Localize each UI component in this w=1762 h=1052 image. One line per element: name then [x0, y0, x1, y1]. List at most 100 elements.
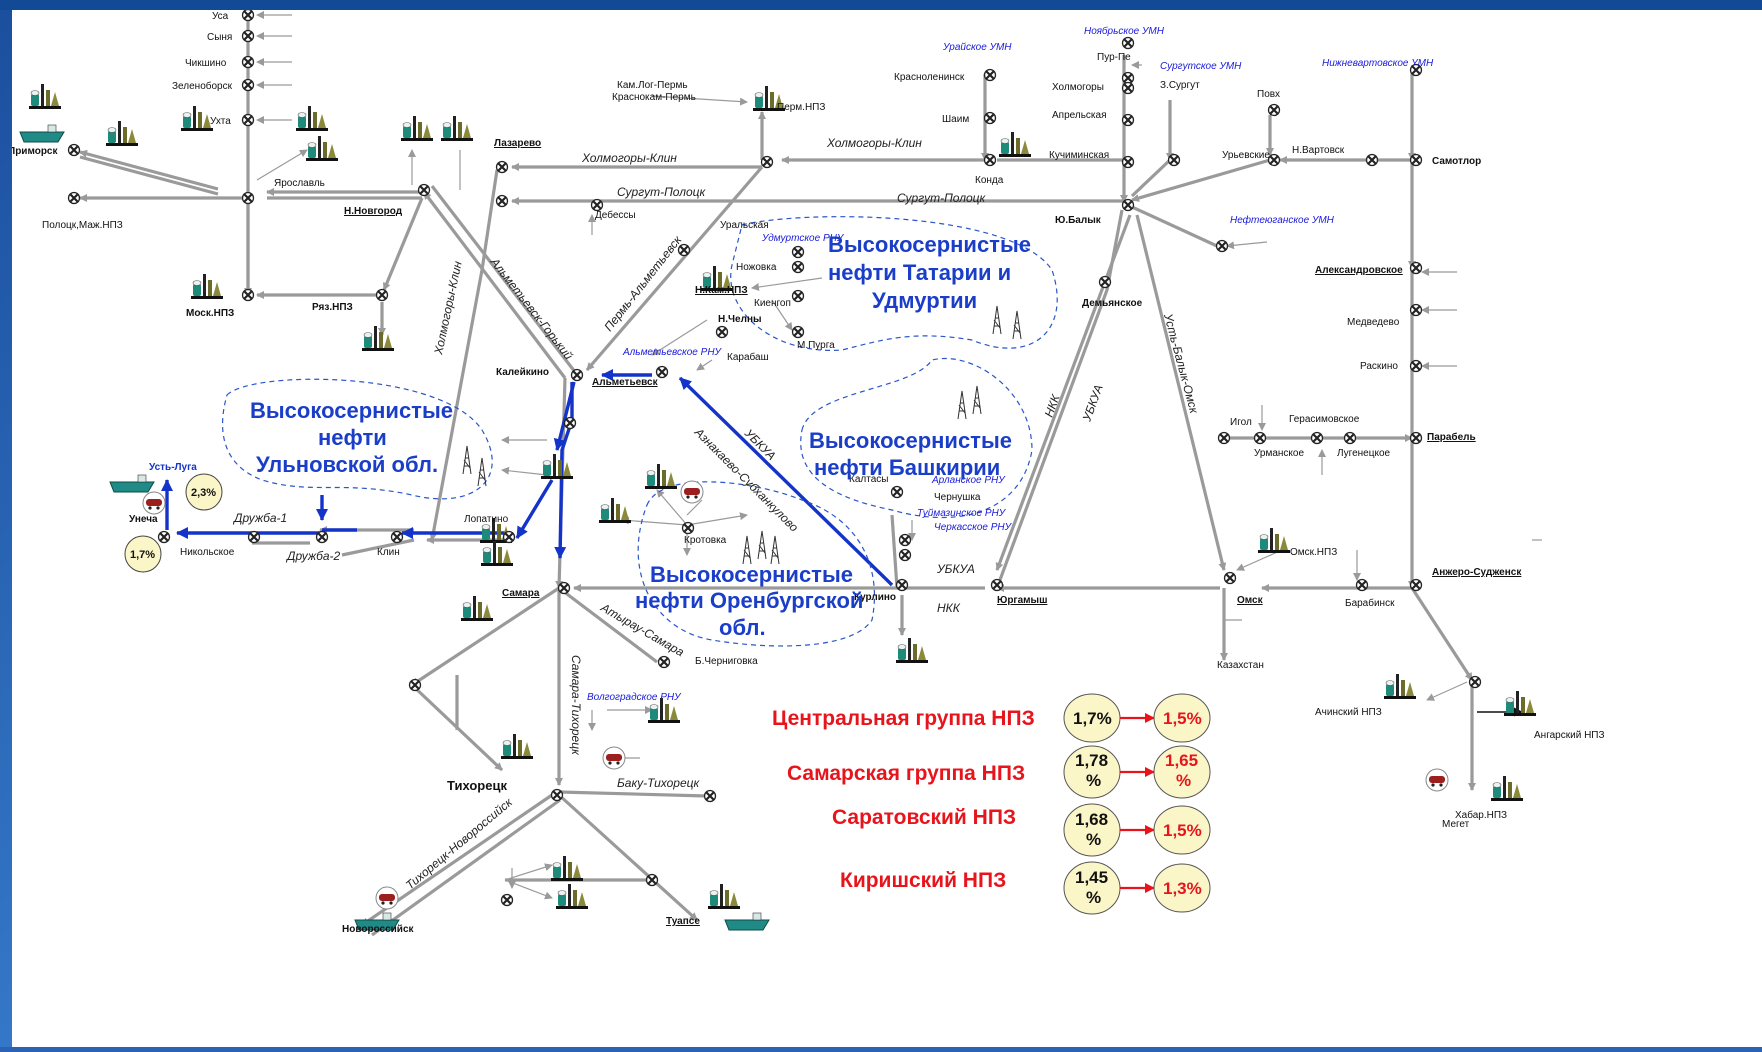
label-kurlino: Курлино — [854, 592, 896, 603]
label-kiengop: Киенгоп — [754, 298, 791, 309]
group-name-0: Центральная группа НПЗ — [772, 707, 1035, 730]
rnu-surgut: Сургутское УМН — [1160, 61, 1242, 72]
region-oren-line2: нефти Оренбургской — [635, 588, 863, 613]
group-from-2: 1,68 — [1075, 810, 1108, 829]
label-tikhoretsk: Тихорецк — [447, 778, 507, 793]
label-medvedevo: Медведево — [1347, 317, 1400, 328]
label-pur-pe: Пур-Пе — [1097, 52, 1131, 63]
group-name-3: Киришский НПЗ — [840, 869, 1006, 892]
group-to-2: 1,5% — [1163, 821, 1202, 840]
label-kam-log: Кам.Лог-Пермь — [617, 80, 688, 91]
label-karabash: Карабаш — [727, 351, 769, 363]
sulfur-badges: 2,3% 1,7% — [124, 473, 223, 573]
label-nikolskoe: Никольское — [180, 547, 235, 558]
region-oren-line3: обл. — [719, 615, 766, 640]
badge-unecha: 1,7% — [130, 549, 155, 561]
label-uryevskie: Урьевские — [1222, 150, 1270, 161]
label-n-kam-npz: Н.Кам.НПЗ — [695, 285, 748, 296]
rnu-nizhnevartovsk: Нижневартовское УМН — [1322, 58, 1434, 69]
region-tatar-line2: нефти Татарии и — [828, 260, 1011, 285]
label-yu-balyk: Ю.Балык — [1055, 215, 1102, 226]
rnu-tuymazy: Туймазинское РНУ — [917, 508, 1007, 519]
pipe-almetyevsk-gorky: Альметьевск-Горький — [487, 254, 576, 362]
label-povkh: Повх — [1257, 89, 1280, 100]
group-from-0: 1,7% — [1073, 709, 1112, 728]
label-lopatino: Лопатино — [464, 514, 509, 525]
label-ryaz-npz: Ряз.НПЗ — [312, 302, 353, 313]
region-bash-line2: нефти Башкирии — [814, 455, 1000, 480]
label-perm-npz: Перм.НПЗ — [777, 102, 825, 113]
label-klin: Клин — [377, 547, 400, 558]
rnu-uray: Урайское УМН — [942, 42, 1012, 53]
label-parabel: Парабель — [1427, 431, 1476, 443]
pipe-kholmogory-klin-v: Холмогоры-Клин — [431, 260, 465, 357]
label-demyanskoe: Демьянское — [1082, 298, 1143, 309]
refinery-icons — [28, 83, 1537, 910]
label-krasnokam: Краснокам-Пермь — [612, 92, 696, 103]
thin-arrows — [256, 11, 1542, 900]
top-stripe — [0, 0, 1762, 10]
label-anzhero: Анжеро-Судженск — [1432, 567, 1522, 578]
label-chikshino: Чикшино — [185, 58, 227, 69]
pipe-kholmogory-klin-b: Холмогоры-Клин — [826, 136, 922, 150]
group-to-0: 1,5% — [1163, 709, 1202, 728]
label-angarsk: Ангарский НПЗ — [1534, 730, 1605, 741]
region-ulyan-line2: нефти — [318, 425, 387, 450]
rnu-arlan: Арланское РНУ — [931, 475, 1006, 486]
label-kaleikino: Калейкино — [496, 367, 549, 378]
group-from-3: 1,45 — [1075, 868, 1108, 887]
label-synya: Сыня — [207, 32, 232, 43]
rnu-almetyevsk: Альметьевское РНУ — [622, 347, 723, 358]
pipe-ubkua-c: УБКУА — [1079, 383, 1105, 424]
region-titles: Высокосернистые нефти Татарии и Удмуртии… — [250, 232, 1031, 640]
label-konda: Конда — [975, 175, 1004, 186]
node-labels: Уса Сыня Чикшино Зеленоборск Ухта Примор… — [8, 11, 1605, 935]
blue-flows — [161, 369, 894, 587]
label-raskino: Раскино — [1360, 361, 1398, 372]
label-barabinsk: Барабинск — [1345, 597, 1395, 609]
group-from-3-pct: % — [1086, 888, 1101, 907]
rnu-volgograd: Волгоградское РНУ — [587, 692, 682, 703]
label-usa: Уса — [212, 11, 229, 22]
label-krotovka: Кротовка — [684, 535, 727, 546]
label-kuchiminskaya: Кучиминская — [1049, 150, 1109, 161]
label-khabar: Хабар.НПЗ — [1455, 809, 1507, 821]
region-ulyan-line1: Высокосернистые — [250, 398, 453, 423]
region-tatar-line3: Удмуртии — [872, 288, 977, 313]
pipeline-labels: Холмогоры-Клин Холмогоры-Клин Сургут-Пол… — [232, 136, 1201, 892]
label-kazakhstan: Казахстан — [1217, 660, 1264, 671]
group-to-1-pct: % — [1176, 771, 1191, 790]
pipe-nkk-a: НКК — [937, 601, 961, 615]
label-nnovgorod: Н.Новгород — [344, 206, 403, 217]
rnu-udmurt: Удмуртское РНУ — [761, 233, 845, 244]
label-primorsk: Приморск — [12, 146, 58, 157]
pipe-ubkua-b: УБКУА — [936, 562, 975, 576]
pipe-baku-tikhoretsk: Баку-Тихорецк — [617, 776, 701, 790]
label-igol: Игол — [1230, 417, 1252, 428]
label-m-purga: М.Пурга — [797, 340, 835, 351]
label-yaroslavl: Ярославль — [274, 178, 325, 189]
rnu-noyabrsk: Ноябрьское УМН — [1084, 25, 1165, 37]
label-meget: Мегет — [1442, 819, 1470, 830]
label-debessy: Дебессы — [595, 209, 636, 221]
label-mosk-npz: Моск.НПЗ — [186, 308, 234, 319]
gray-pipelines — [79, 15, 1476, 937]
region-ulyan-line3: Ульновской обл. — [256, 452, 438, 477]
label-unecha: Унеча — [129, 514, 158, 525]
label-novorossiysk: Новороссийск — [342, 924, 415, 935]
label-shaim: Шаим — [942, 114, 969, 125]
label-omsk-npz: Омск.НПЗ — [1290, 547, 1337, 558]
rail-tank-icons — [142, 480, 1449, 910]
region-outlines — [221, 216, 1058, 647]
pipe-perm-almetyevsk: Пермь-Альметьевск — [601, 232, 685, 334]
tanker-icons — [19, 124, 770, 931]
label-b-chernigovka: Б.Черниговка — [695, 656, 758, 667]
region-bash-line1: Высокосернистые — [809, 428, 1012, 453]
pipe-druzhba1: Дружба-1 — [232, 511, 287, 525]
label-gerasimovskoe: Герасимовское — [1289, 414, 1360, 425]
pipe-samara-tikhoretsk: Самара-Тихорецк — [569, 655, 583, 756]
badge-ust-luga: 2,3% — [191, 487, 216, 499]
refinery-groups: Центральная группа НПЗ 1,7% 1,5% Самарск… — [772, 693, 1211, 915]
label-z-surgut: З.Сургут — [1160, 80, 1200, 91]
label-tuapse: Туапсе — [666, 916, 700, 927]
